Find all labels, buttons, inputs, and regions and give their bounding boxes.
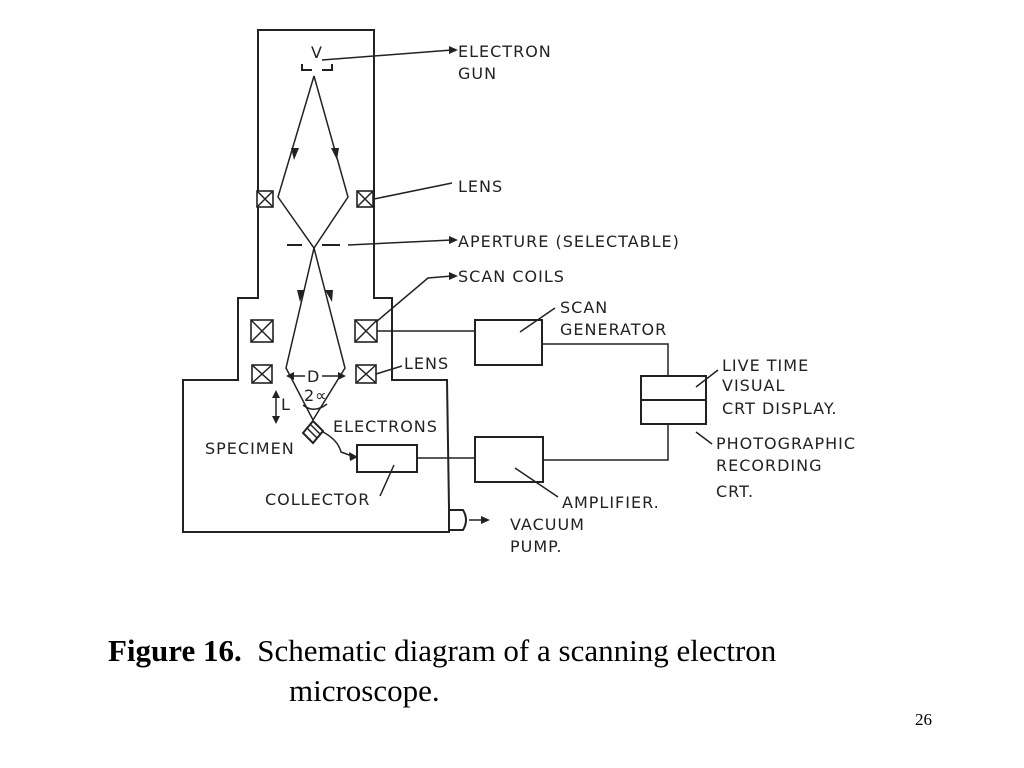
two-alpha-label: 2∝: [304, 386, 328, 405]
page-number: 26: [915, 710, 932, 729]
column-outline: [182, 29, 450, 533]
d-dimension: [286, 372, 346, 380]
scan-generator-label-1: SCAN: [560, 298, 608, 317]
two-alpha-arc: [302, 403, 328, 410]
upper-lens-coil-left: [256, 190, 274, 208]
figure-label: Figure 16.: [108, 633, 242, 668]
caption-text-line-1: Schematic diagram of a scanning electron: [257, 633, 777, 668]
caption-text-line-2: microscope.: [289, 673, 440, 708]
vacuum-pump-pipe: [449, 509, 467, 531]
photo-crt-label-2: RECORDING: [716, 456, 823, 475]
amplifier-box: [474, 436, 544, 483]
live-crt-box: [640, 375, 707, 401]
scan-coil-right: [354, 319, 378, 343]
electrons-arrowhead: [349, 452, 358, 461]
beam-arrowheads: [291, 148, 339, 302]
specimen-label: SPECIMEN: [205, 439, 295, 458]
live-crt-label-3: CRT DISPLAY.: [722, 399, 837, 418]
v-label: V: [311, 43, 323, 62]
d-label: D: [307, 367, 320, 386]
amplifier-label: AMPLIFIER.: [562, 493, 660, 512]
sem-schematic-diagram: V: [182, 29, 856, 556]
l-label: L: [281, 395, 291, 414]
electrons-path: [322, 431, 353, 457]
caption-line-2: microscope.: [289, 673, 440, 709]
photo-crt-label-3: CRT.: [716, 482, 754, 501]
scan-coil-left: [250, 319, 274, 343]
aperture-label: APERTURE (SELECTABLE): [458, 232, 680, 251]
electron-gun: [301, 64, 333, 71]
electrons-label: ELECTRONS: [333, 417, 438, 436]
lower-lens-label: LENS: [404, 354, 449, 373]
electron-gun-label-1: ELECTRON: [458, 42, 552, 61]
l-dimension: [272, 390, 280, 424]
electron-gun-label-2: GUN: [458, 64, 497, 83]
specimen: [301, 419, 325, 445]
wires: [377, 330, 669, 461]
lower-lens-coil-right: [355, 364, 377, 384]
upper-lens-label: LENS: [458, 177, 503, 196]
collector-label: COLLECTOR: [265, 490, 370, 509]
caption-line-1: Figure 16. Schematic diagram of a scanni…: [108, 633, 776, 669]
photo-crt-box: [640, 399, 707, 425]
live-crt-label-1: LIVE TIME: [722, 356, 809, 375]
vacuum-pump-label-2: PUMP.: [510, 537, 562, 556]
lower-lens-coil-left: [251, 364, 273, 384]
scan-generator-box: [474, 319, 543, 366]
leader-arrowheads: [449, 46, 490, 524]
vacuum-pump-label-1: VACUUM: [510, 515, 585, 534]
scan-coils-label: SCAN COILS: [458, 267, 565, 286]
leader-lines: [321, 49, 719, 521]
photo-crt-label-1: PHOTOGRAPHIC: [716, 434, 856, 453]
upper-lens-coil-right: [356, 190, 374, 208]
collector-box: [356, 444, 418, 473]
live-crt-label-2: VISUAL: [722, 376, 785, 395]
scan-generator-label-2: GENERATOR: [560, 320, 667, 339]
